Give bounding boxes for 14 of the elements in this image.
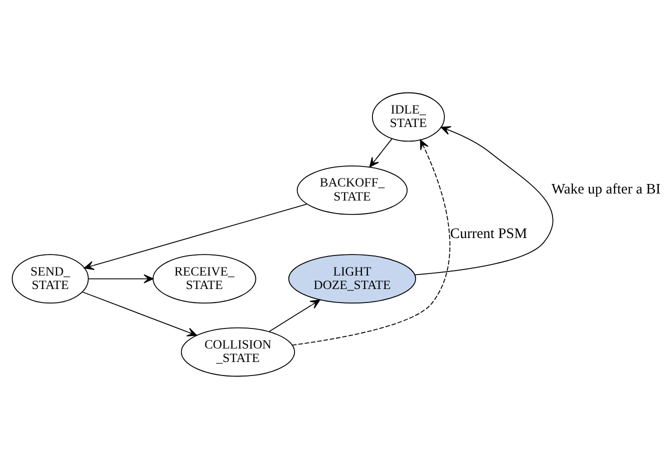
arrow <box>292 139 450 346</box>
arrow <box>268 299 320 332</box>
arrow <box>88 274 154 283</box>
node-ellipse: RECEIVE_ STATE <box>152 254 256 303</box>
node-ellipse: IDLE_ STATE <box>372 92 445 142</box>
edge-label: Current PSM <box>450 225 528 242</box>
node-ellipse: SEND_ STATE <box>12 254 89 303</box>
node-ellipse: LIGHT DOZE_STATE <box>288 254 416 303</box>
arrow <box>414 126 554 275</box>
edge-label: Wake up after a BI <box>551 181 661 198</box>
arrow <box>84 203 308 270</box>
arrow <box>369 138 392 167</box>
arrow <box>82 291 198 336</box>
node-ellipse: BACKOFF_ STATE <box>296 165 408 214</box>
